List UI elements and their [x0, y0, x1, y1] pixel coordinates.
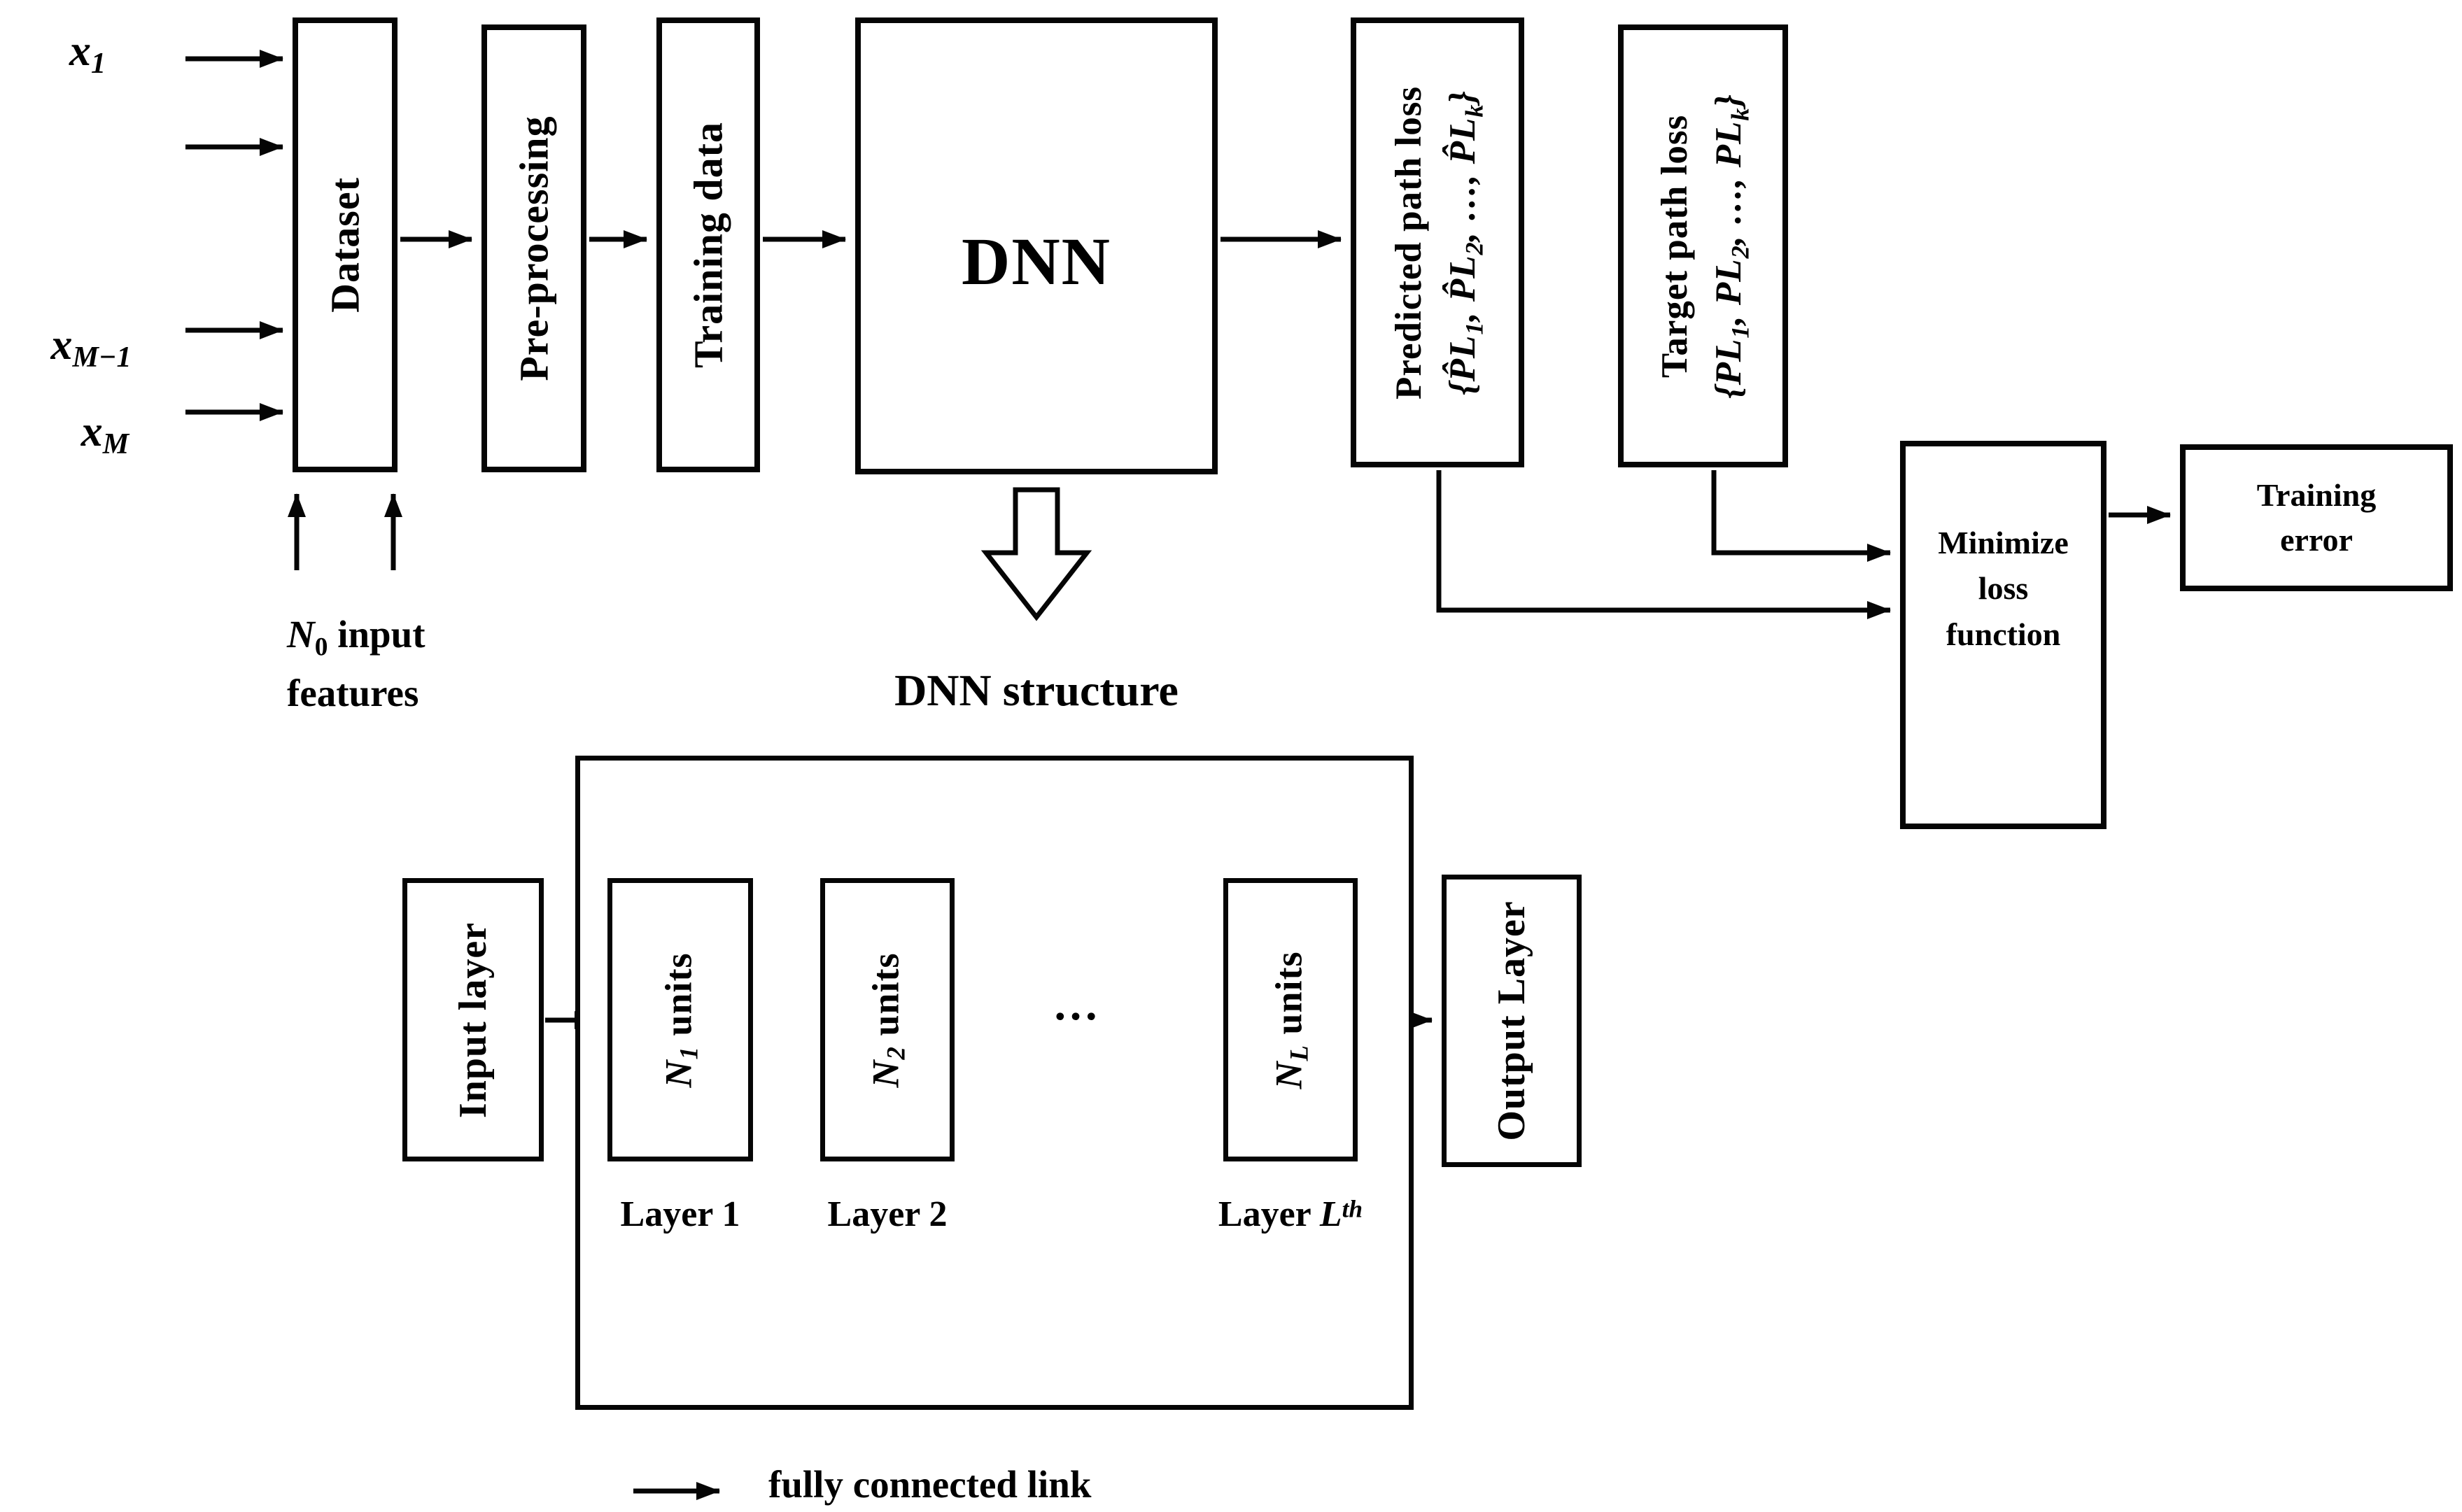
layerL-box: NL units: [1223, 878, 1358, 1161]
training-data-label: Training data: [685, 122, 731, 368]
preprocessing-label: Pre-processing: [511, 115, 557, 381]
dnn-box: DNN: [855, 17, 1218, 474]
legend-label: fully connected link: [768, 1463, 1092, 1506]
target-title: Target path loss: [1654, 114, 1695, 378]
layer1-caption: Layer 1: [620, 1194, 740, 1234]
n0-note-line1: N0 input: [287, 613, 425, 662]
input-label-xm: xM: [80, 408, 129, 460]
n0-input-features-note: N0 input features: [287, 607, 497, 720]
connector-target-to-minimize: [1711, 470, 1891, 562]
layer2-caption: Layer 2: [827, 1194, 948, 1234]
output-layer-label: Output Layer: [1490, 900, 1533, 1141]
layer2-box: N2 units: [820, 878, 955, 1161]
layerL-caption: Layer Lth: [1218, 1194, 1363, 1234]
input-label-x1: x1: [69, 27, 106, 80]
dnn-structure-title: DNN structure: [894, 665, 1179, 715]
n0-note-line2: features: [287, 671, 419, 714]
training-data-box: Training data: [656, 17, 760, 472]
output-layer-box: Output Layer: [1442, 875, 1582, 1167]
dataset-box: Dataset: [293, 17, 398, 472]
training-error-label: Training error: [2256, 476, 2377, 558]
target-path-loss-box: Target path loss {PL1, PL2, …, PLk}: [1618, 24, 1788, 467]
target-values: {PL1, PL2, …, PLk}: [1708, 93, 1754, 399]
predicted-path-loss-label: Predicted path loss {P̂L1, P̂L2, …, P̂Lk…: [1382, 26, 1493, 460]
minimize-loss-label: Minimize loss function: [1938, 525, 2069, 652]
predicted-values: {P̂L1, P̂L2, …, P̂Lk}: [1442, 90, 1489, 395]
layerL-units-label: NL units: [1267, 950, 1314, 1089]
dnn-label: DNN: [962, 224, 1111, 299]
minimize-loss-box: Minimize loss function: [1900, 441, 2106, 829]
input-layer-box: Input layer: [402, 878, 544, 1161]
predicted-title: Predicted path loss: [1388, 85, 1430, 400]
layer1-box: N1 units: [607, 878, 753, 1161]
preprocessing-box: Pre-processing: [481, 24, 586, 472]
layer1-units-label: N1 units: [657, 952, 703, 1087]
connector-predicted-to-minimize: [1436, 470, 1891, 619]
target-path-loss-label: Target path loss {PL1, PL2, …, PLk}: [1648, 33, 1759, 460]
layer2-units-label: N2 units: [864, 952, 910, 1087]
block-down-arrow: [980, 487, 1092, 621]
input-layer-label: Input layer: [451, 921, 495, 1118]
hidden-layers-ellipsis: …: [1053, 979, 1099, 1030]
training-error-box: Training error: [2180, 444, 2453, 591]
input-label-xm-minus-1: xM−1: [50, 321, 132, 374]
dataset-label: Dataset: [322, 177, 368, 313]
predicted-path-loss-box: Predicted path loss {P̂L1, P̂L2, …, P̂Lk…: [1351, 17, 1524, 467]
